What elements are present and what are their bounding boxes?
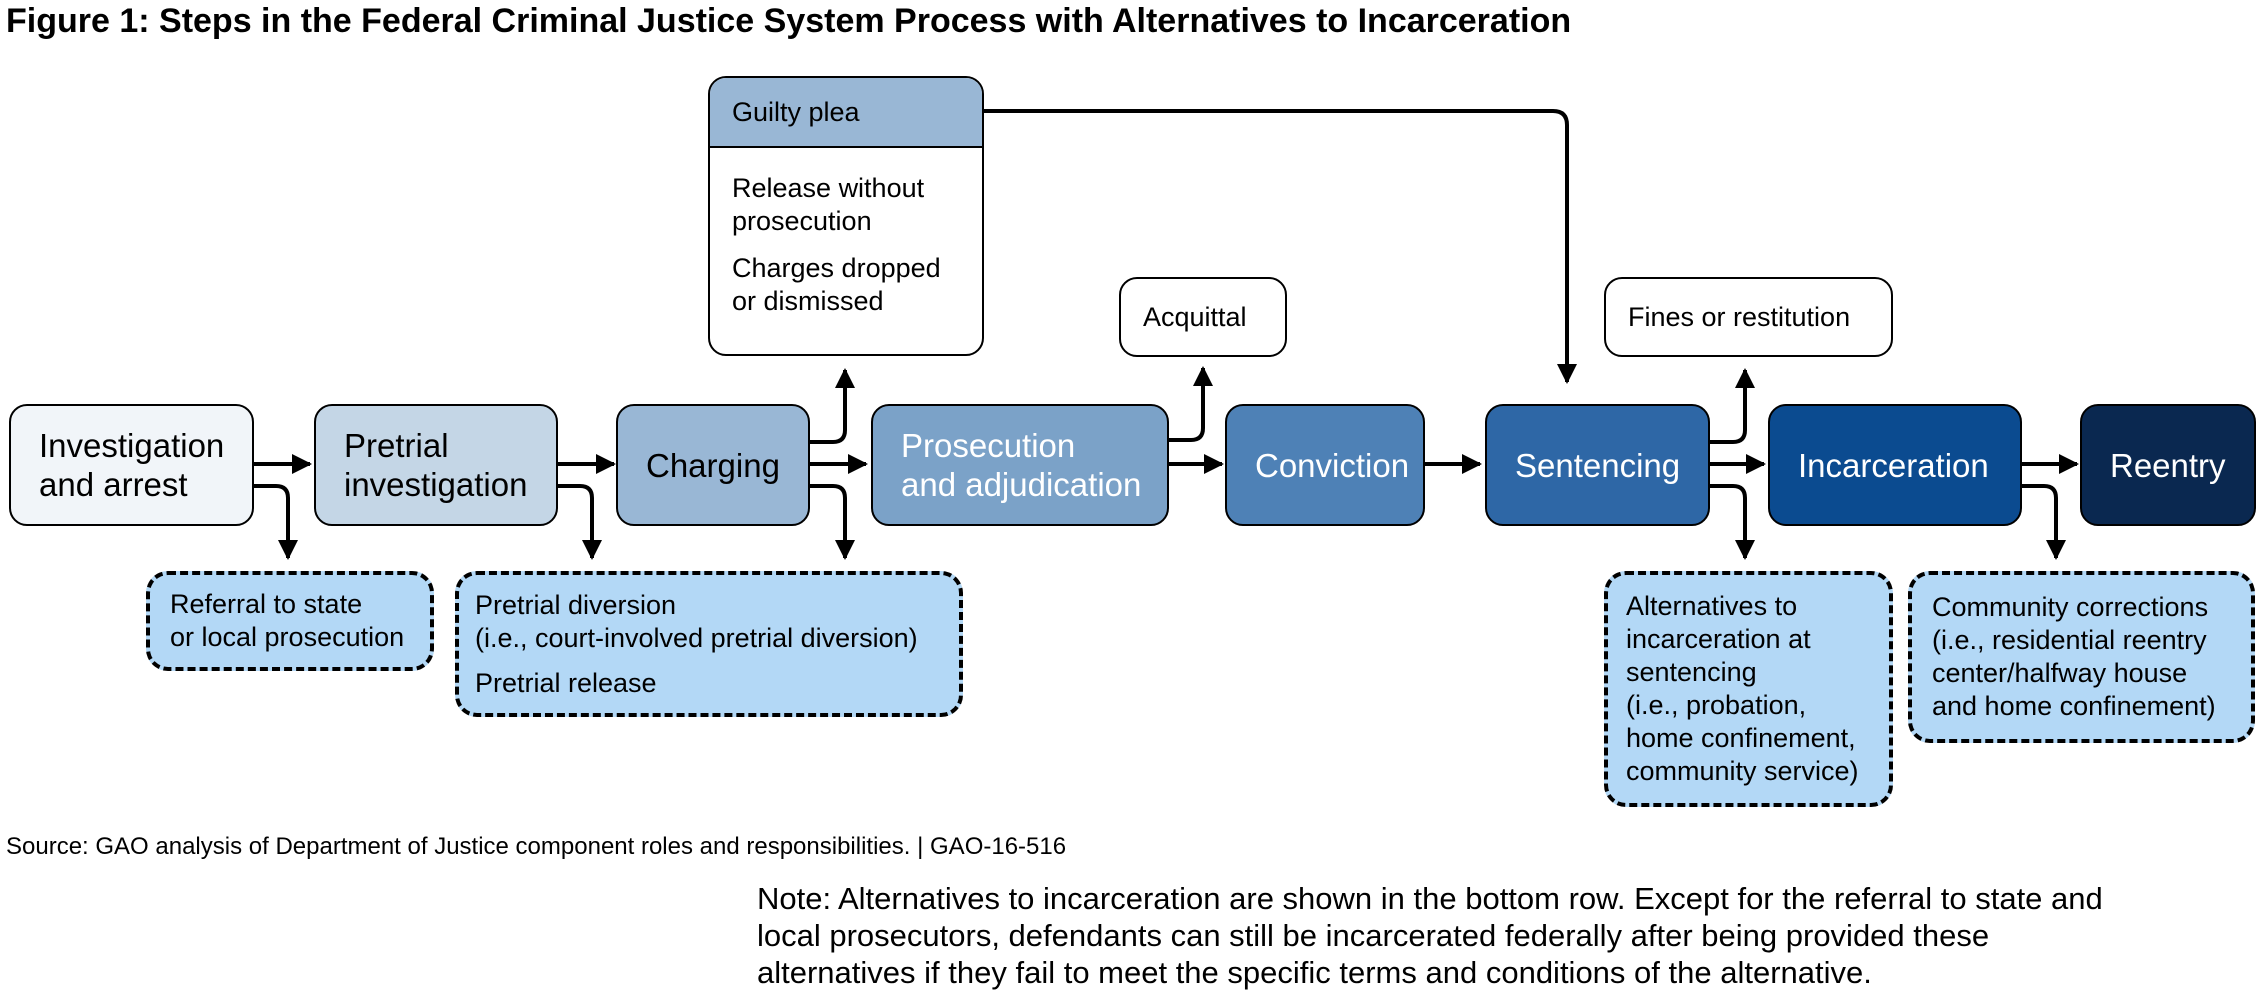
step-pretrial-investigation: Pretrial investigation — [314, 404, 558, 526]
release-without-prosecution: prosecution — [732, 206, 872, 236]
alt-sentencing: Alternatives to incarceration at sentenc… — [1604, 571, 1893, 807]
alt-text: Community corrections — [1932, 592, 2209, 622]
step-label: Prosecution — [901, 427, 1076, 464]
step-label: Charging — [646, 446, 780, 484]
acquittal-label: Acquittal — [1143, 301, 1247, 332]
step-label: investigation — [344, 466, 528, 503]
step-label: Incarceration — [1798, 446, 1989, 484]
step-prosecution-adjudication: Prosecution and adjudication — [871, 404, 1169, 526]
alt-text: community service) — [1626, 756, 1859, 786]
alt-referral: Referral to state or local prosecution — [146, 571, 434, 671]
arrow-charging-down — [810, 484, 855, 560]
alt-text: Alternatives to — [1626, 591, 1798, 621]
acquittal-box: Acquittal — [1119, 277, 1287, 357]
step-label: Investigation — [39, 427, 225, 464]
alt-text: (i.e., residential reentry — [1932, 625, 2207, 655]
step-reentry: Reentry — [2080, 404, 2256, 526]
step-label: and arrest — [39, 466, 188, 503]
fines-restitution-box: Fines or restitution — [1604, 277, 1893, 357]
arrow-guilty-plea-to-sentencing — [884, 109, 1577, 384]
alt-text: (i.e., court-involved pretrial diversion… — [475, 622, 918, 653]
step-label: Conviction — [1255, 446, 1410, 484]
note-line: alternatives if they fail to meet the sp… — [757, 955, 1872, 990]
step-sentencing: Sentencing — [1485, 404, 1710, 526]
alt-pretrial: Pretrial diversion (i.e., court-involved… — [455, 571, 963, 717]
arrow-to-release — [810, 368, 855, 444]
arrow-to-community — [2022, 484, 2066, 560]
arrow-to-sentencing-alt — [1710, 484, 1755, 560]
alt-text: Pretrial release — [475, 667, 657, 698]
step-label: and adjudication — [901, 466, 1142, 503]
fines-label: Fines or restitution — [1628, 301, 1851, 332]
alt-text: incarceration at — [1626, 624, 1811, 654]
arrow-to-pretrial-diversion — [558, 484, 602, 560]
step-charging: Charging — [616, 404, 810, 526]
alt-text: sentencing — [1626, 657, 1757, 687]
alt-community-corrections: Community corrections (i.e., residential… — [1908, 571, 2255, 743]
charges-dropped: Charges dropped — [732, 253, 941, 283]
step-label: Pretrial — [344, 427, 449, 464]
arrow-to-acquittal — [1169, 366, 1213, 442]
arrow-to-fines — [1710, 368, 1755, 444]
alt-text: or local prosecution — [170, 622, 405, 652]
figure-note: Note: Alternatives to incarceration are … — [757, 880, 2237, 991]
alt-text: Referral to state — [170, 589, 363, 619]
alt-text: and home confinement) — [1932, 691, 2216, 721]
step-label: Sentencing — [1515, 446, 1681, 484]
step-investigation-arrest: Investigation and arrest — [9, 404, 254, 526]
figure-title: Figure 1: Steps in the Federal Criminal … — [6, 2, 1572, 40]
step-label: Reentry — [2110, 446, 2226, 484]
release-without-prosecution: Release without — [732, 173, 925, 203]
guilty-plea: Guilty plea — [710, 78, 982, 148]
note-line: Note: Alternatives to incarceration are … — [757, 881, 2103, 916]
alt-text: home confinement, — [1626, 723, 1856, 753]
alt-text: (i.e., probation, — [1626, 690, 1807, 720]
arrow-to-referral — [254, 484, 298, 560]
source-citation: Source: GAO analysis of Department of Ju… — [6, 833, 1067, 860]
charging-outcomes-box: Guilty plea Release without prosecution … — [708, 76, 984, 356]
charges-dropped: or dismissed — [732, 286, 884, 316]
alt-text: center/halfway house — [1932, 658, 2188, 688]
step-conviction: Conviction — [1225, 404, 1425, 526]
step-incarceration: Incarceration — [1768, 404, 2022, 526]
note-line: local prosecutors, defendants can still … — [757, 918, 1990, 953]
alt-text: Pretrial diversion — [475, 589, 677, 620]
